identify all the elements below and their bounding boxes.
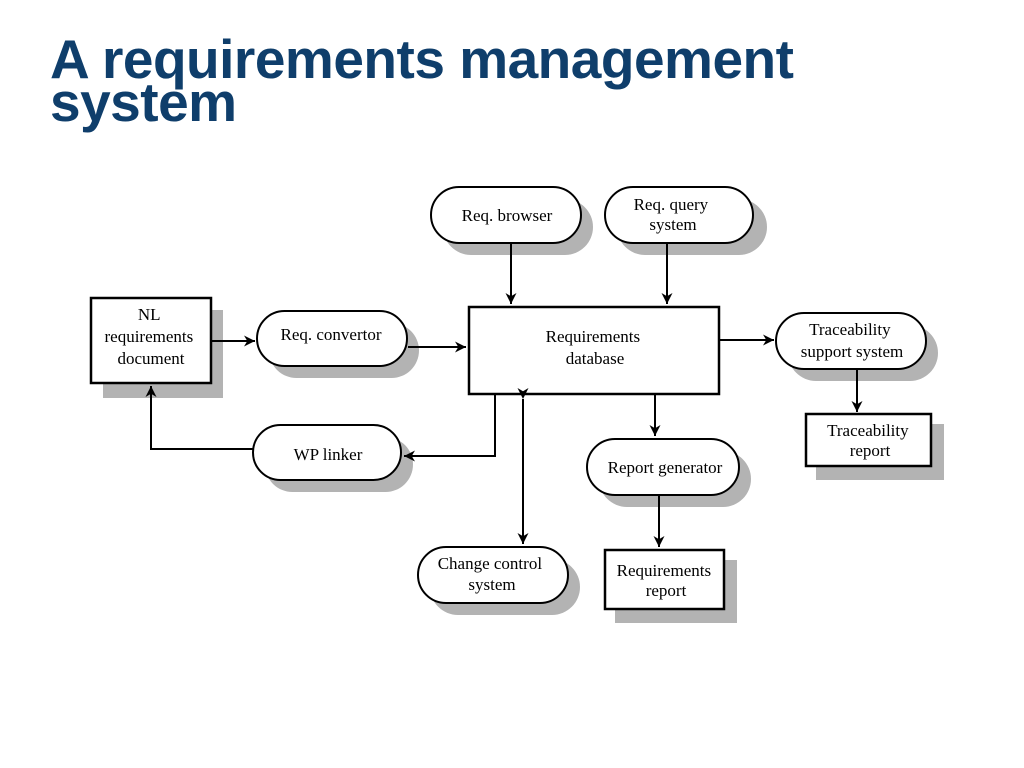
node-requirements-report: Requirements report bbox=[603, 548, 737, 623]
svg-text:NL requirements do: NL requirements document bbox=[105, 305, 198, 368]
node-label-line: report bbox=[850, 441, 891, 460]
node-label-line: WP linker bbox=[294, 445, 363, 464]
svg-text:Req. convertor: Req. convertor bbox=[280, 325, 381, 344]
svg-text:Req. query system: Req. query system bbox=[634, 195, 713, 234]
slide-title: A requirements management system bbox=[50, 28, 990, 133]
node-label-line: Change control bbox=[438, 554, 543, 573]
node-req-convertor: Req. convertor bbox=[256, 310, 419, 378]
svg-text:Requirements database: Requirements database bbox=[546, 327, 645, 368]
node-requirements-database: Requirements database bbox=[467, 305, 721, 396]
node-change-control-system: Change control system bbox=[417, 546, 580, 615]
node-label-line: Req. browser bbox=[462, 206, 553, 225]
node-label-line: system bbox=[468, 575, 515, 594]
svg-text:Traceability support sys: Traceability support system bbox=[801, 320, 903, 361]
node-label-line: system bbox=[649, 215, 696, 234]
node-nl-requirements-document: NL requirements document bbox=[89, 296, 223, 398]
edge-database-to-wp-linker bbox=[404, 395, 496, 462]
node-label-line: database bbox=[566, 349, 625, 368]
node-label-line: Traceability bbox=[827, 421, 909, 440]
node-req-browser: Req. browser bbox=[430, 186, 593, 255]
node-label-line: Req. convertor bbox=[280, 325, 381, 344]
node-label-line: support system bbox=[801, 342, 903, 361]
node-label-line: report bbox=[646, 581, 687, 600]
node-label-line: Req. query bbox=[634, 195, 709, 214]
node-label-line: Traceability bbox=[809, 320, 891, 339]
node-report-generator: Report generator bbox=[586, 438, 751, 507]
svg-text:Req. browser: Req. browser bbox=[462, 206, 553, 225]
node-label-line: Requirements bbox=[546, 327, 640, 346]
slide-title-line-2: system bbox=[50, 71, 237, 133]
svg-text:Change control system: Change control system bbox=[438, 554, 547, 594]
node-label-line: document bbox=[117, 349, 184, 368]
node-wp-linker: WP linker bbox=[252, 424, 413, 492]
slide-title-line-1: A requirements management bbox=[50, 28, 794, 90]
node-label-line: Report generator bbox=[608, 458, 723, 477]
node-label-line: Requirements bbox=[617, 561, 711, 580]
node-traceability-report: Traceability report bbox=[804, 412, 944, 480]
node-req-query-system: Req. query system bbox=[604, 186, 767, 255]
svg-text:Traceability report: Traceability report bbox=[827, 421, 913, 460]
svg-text:Report generator: Report generator bbox=[608, 458, 723, 477]
edge-wp-linker-to-nl-document bbox=[145, 386, 253, 450]
node-label-line: requirements bbox=[105, 327, 194, 346]
svg-text:Requirements report: Requirements report bbox=[617, 561, 716, 600]
node-traceability-support-system: Traceability support system bbox=[775, 312, 938, 381]
node-label-line: NL bbox=[138, 305, 160, 324]
svg-text:WP linker: WP linker bbox=[294, 445, 363, 464]
